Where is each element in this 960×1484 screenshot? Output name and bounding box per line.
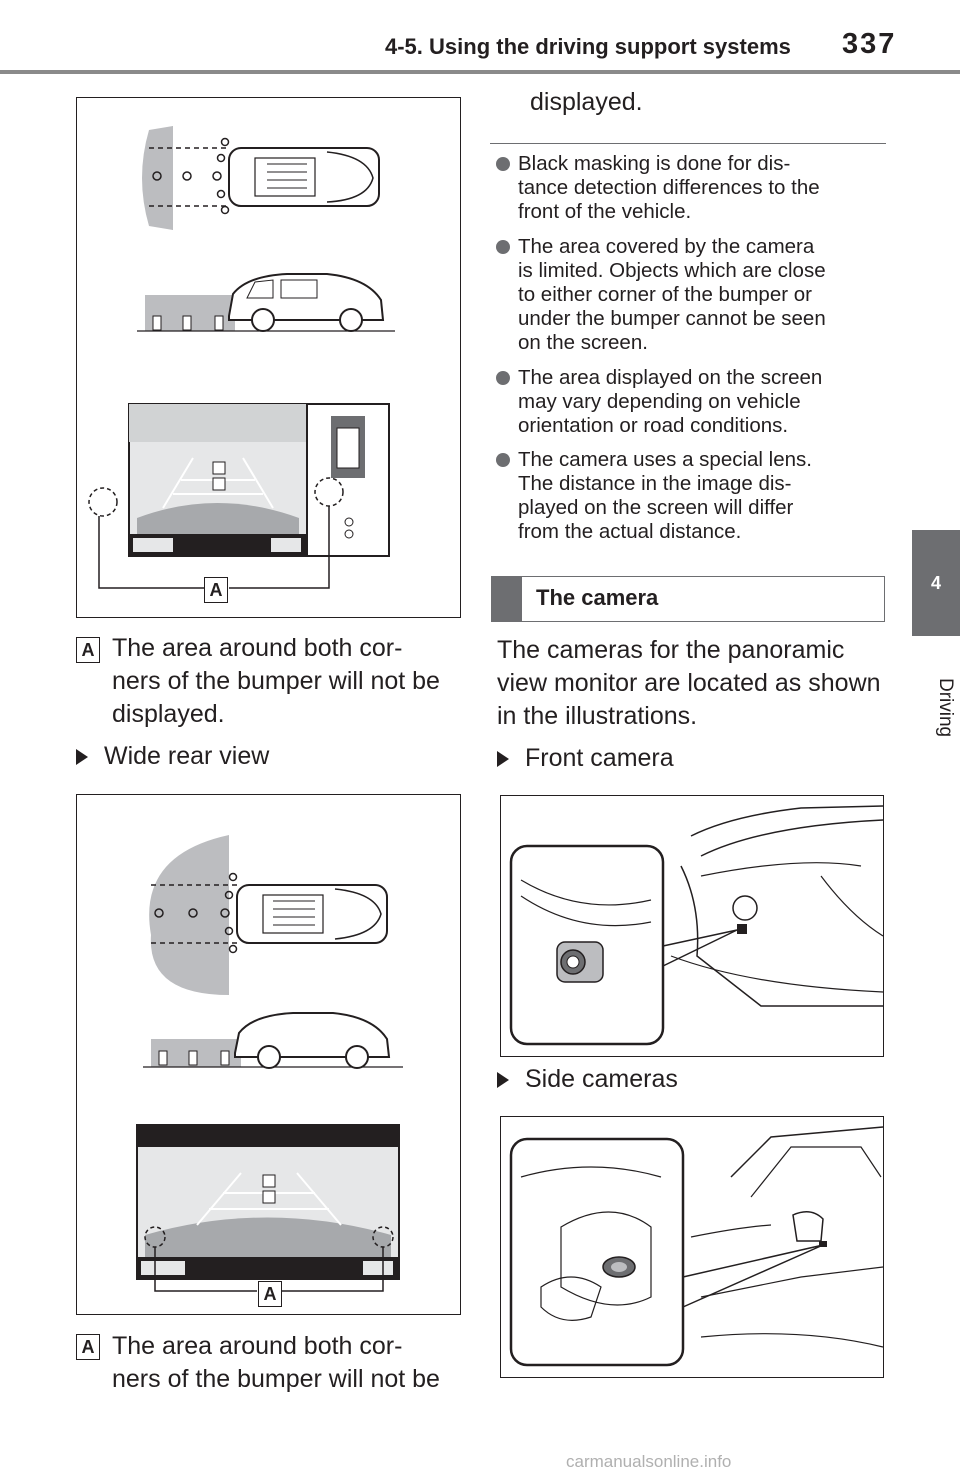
side-cameras-heading: Side cameras: [497, 1063, 678, 1096]
watermark: carmanualsonline.info: [566, 1452, 732, 1471]
section-title: The camera: [536, 585, 659, 610]
page-number: 337: [842, 28, 897, 60]
header-rule: [0, 70, 960, 74]
rear-view-illustration: [88, 126, 395, 589]
figure-front-camera: [500, 795, 884, 1057]
chapter-number: 4: [930, 572, 941, 593]
section-bar: [492, 577, 522, 621]
wide-rear-view-illustration: [136, 835, 403, 1292]
bullet-item: The area covered by the camera is limite…: [496, 235, 913, 355]
front-camera-illustration: [509, 805, 883, 1046]
continued-text: displayed.: [530, 88, 643, 116]
caption-corners-not-displayed: The area around both cor- ners of the bu…: [112, 634, 440, 728]
arrow-bullet-icon: [76, 749, 88, 765]
side-cameras-illustration: [509, 1126, 883, 1367]
wide-rear-view-heading: Wide rear view: [76, 740, 269, 773]
caption-callout-a: A: [76, 1334, 100, 1360]
caption-callout-a: A: [76, 637, 100, 663]
figure-side-cameras: [500, 1116, 884, 1378]
arrow-bullet-icon: [497, 751, 509, 767]
bullet-dot-icon: [496, 371, 510, 385]
arrow-bullet-icon: [497, 1072, 509, 1088]
bullet-dot-icon: [496, 240, 510, 254]
section-header-title: 4-5. Using the driving support systems: [385, 34, 791, 59]
figure-callout-a: A: [258, 1281, 282, 1307]
chapter-name: Driving: [935, 678, 956, 738]
bullet-dot-icon: [496, 157, 510, 171]
chapter-tab: 4: [912, 530, 960, 636]
bullet-item: The area displayed on the screen may var…: [496, 366, 913, 438]
section-heading-box: The camera: [491, 576, 885, 622]
divider-rule: [490, 143, 886, 144]
bullet-item: Black masking is done for dis- tance det…: [496, 152, 913, 224]
bullet-dot-icon: [496, 453, 510, 467]
front-camera-heading: Front camera: [497, 742, 674, 775]
figure-wide-rear-view: A: [76, 794, 461, 1315]
figure-callout-a: A: [204, 577, 228, 603]
figure-rear-view: A: [76, 97, 461, 618]
section-intro: The cameras for the panoramic view monit…: [497, 636, 881, 730]
bullet-item: The camera uses a special lens. The dist…: [496, 448, 913, 544]
caption-corners-not-displayed-2: The area around both cor- ners of the bu…: [112, 1332, 440, 1393]
